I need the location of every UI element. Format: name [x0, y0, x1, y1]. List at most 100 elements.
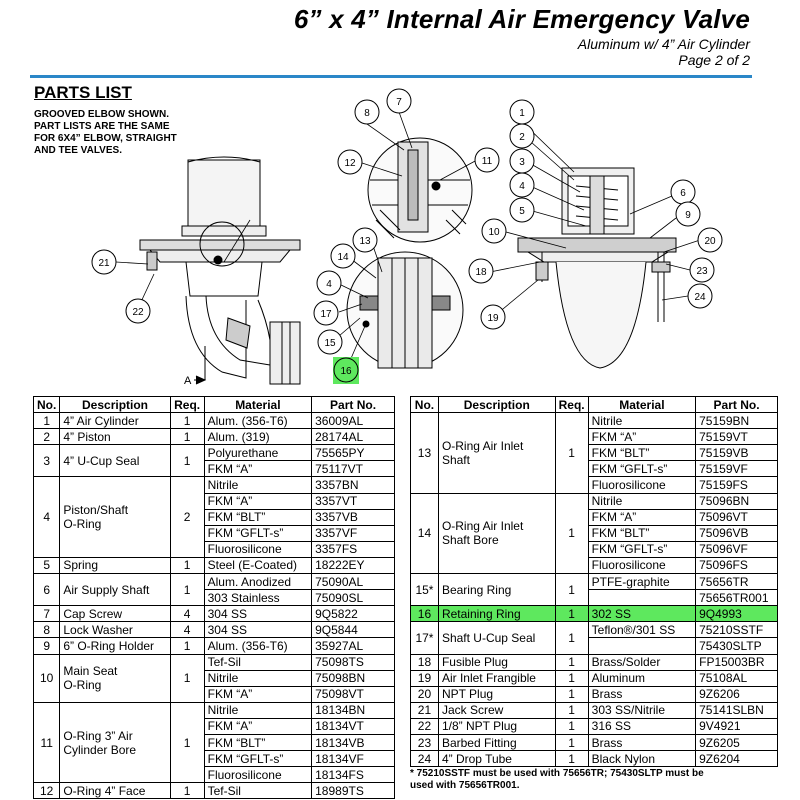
- cell-description: 4” U-Cup Seal: [59, 444, 171, 478]
- callout-label: 2: [519, 132, 525, 143]
- cell-part-no: 75098VT: [311, 685, 395, 703]
- callout-label: 15: [324, 338, 336, 349]
- callout-label: 22: [132, 307, 144, 318]
- callout-19: [480, 304, 506, 330]
- cell-item-no: 22: [410, 717, 439, 735]
- col-header-part-no: Part No.: [311, 395, 395, 414]
- cell-material: Fluorosilicone: [203, 540, 313, 558]
- cell-material: Black Nylon: [587, 750, 697, 768]
- cell-part-no: 9V4921: [695, 717, 778, 735]
- cell-material: 304 SS: [203, 621, 313, 639]
- cell-req: 4: [169, 621, 205, 639]
- callout-4b: [316, 270, 342, 296]
- callout-4: [509, 172, 535, 198]
- cell-material: Nitrile: [203, 701, 313, 719]
- cell-description: 6” O-Ring Holder: [59, 637, 171, 655]
- cell-material: 303 SS/Nitrile: [587, 701, 697, 719]
- cell-req: 2: [169, 476, 205, 558]
- cell-part-no: 18134VF: [311, 750, 395, 768]
- callout-label: 4: [326, 279, 332, 290]
- cell-item-no: 20: [410, 685, 439, 703]
- cell-material: PTFE-graphite: [587, 573, 697, 591]
- cell-item-no: 17*: [410, 621, 439, 655]
- cell-item-no: 1: [32, 412, 61, 430]
- col-header-material: Material: [587, 395, 697, 414]
- table-row: FKM “GFLT-s”75159VF: [411, 460, 778, 478]
- cell-req: 1: [169, 637, 205, 655]
- exploded-valve-drawing: A: [91, 88, 723, 387]
- table-row: FKM “GFLT-s”75096VF: [411, 540, 778, 558]
- note-line: PART LISTS ARE THE SAME: [34, 121, 170, 132]
- note-line: GROOVED ELBOW SHOWN.: [34, 109, 169, 120]
- cell-item-no: 24: [410, 750, 439, 768]
- col-header-no: No.: [410, 395, 439, 414]
- cell-part-no: 3357VB: [311, 508, 395, 526]
- callout-label: 17: [320, 309, 332, 320]
- cell-material: Alum. (356-T6): [203, 637, 313, 655]
- callout-label: 3: [519, 157, 525, 168]
- callout-labels: 21 22 8 7 12 11 1 2 3 4 5 6 9 10 20 18 1…: [98, 97, 716, 377]
- callout-label: 23: [696, 266, 708, 277]
- cell-req: 1: [169, 701, 205, 784]
- note-line: AND TEE VALVES.: [34, 145, 122, 156]
- cell-material: Nitrile: [587, 412, 697, 430]
- callout-label: 14: [337, 252, 349, 263]
- callout-label: 6: [680, 188, 686, 199]
- cell-part-no: 18134VT: [311, 717, 395, 735]
- cell-part-no: 18134VB: [311, 733, 395, 752]
- table-row: FKM “A”75098VT: [34, 685, 395, 703]
- cell-material: 302 SS: [587, 605, 697, 623]
- cell-description: Piston/Shaft O-Ring: [59, 476, 171, 558]
- cell-description: 4” Drop Tube: [437, 750, 556, 768]
- cell-part-no: 9Z6205: [695, 733, 778, 752]
- cell-req: 1: [554, 685, 589, 703]
- cell-description: 4” Piston: [59, 428, 171, 446]
- callout-13: [352, 227, 378, 253]
- cell-description: Jack Screw: [437, 701, 556, 719]
- cell-part-no: 18989TS: [311, 782, 395, 800]
- cell-part-no: 9Z6204: [695, 750, 778, 768]
- callout-10: [481, 218, 507, 244]
- cell-material: Fluorosilicone: [587, 556, 697, 575]
- air-cylinder-section: [517, 167, 677, 369]
- cell-part-no: 75159VF: [695, 460, 778, 478]
- cell-description: Fusible Plug: [437, 653, 556, 671]
- cell-material: Nitrile: [587, 492, 697, 510]
- cell-description: Retaining Ring: [437, 605, 556, 623]
- cell-item-no: 7: [32, 605, 61, 623]
- cell-req: 1: [169, 782, 205, 800]
- cell-material: Polyurethane: [203, 444, 313, 462]
- cell-item-no: 18: [410, 653, 439, 671]
- col-header-req: Req.: [554, 395, 589, 414]
- cell-material: Tef-Sil: [203, 653, 313, 671]
- cell-item-no: 6: [32, 573, 61, 607]
- callout-12: [337, 149, 363, 175]
- cell-req: 1: [169, 573, 205, 607]
- cell-part-no: 3357FS: [311, 540, 395, 558]
- cell-description: O-Ring 3” Air Cylinder Bore: [59, 701, 171, 784]
- cell-part-no: 3357BN: [311, 476, 395, 494]
- cell-req: 1: [169, 444, 205, 478]
- cell-item-no: 16: [410, 605, 439, 623]
- callout-7: [386, 88, 412, 114]
- callout-label: 21: [98, 258, 110, 269]
- cell-req: 1: [554, 605, 589, 623]
- cell-material: Brass/Solder: [587, 653, 697, 671]
- cell-material: Alum. Anodized: [203, 573, 313, 591]
- cell-req: 1: [554, 733, 589, 752]
- cell-part-no: FP15003BR: [695, 653, 778, 671]
- cell-item-no: 2: [32, 428, 61, 446]
- cell-item-no: 19: [410, 669, 439, 687]
- cell-material: FKM “BLT”: [203, 733, 313, 752]
- cell-material: FKM “BLT”: [203, 508, 313, 526]
- view-label-a: A: [184, 375, 192, 387]
